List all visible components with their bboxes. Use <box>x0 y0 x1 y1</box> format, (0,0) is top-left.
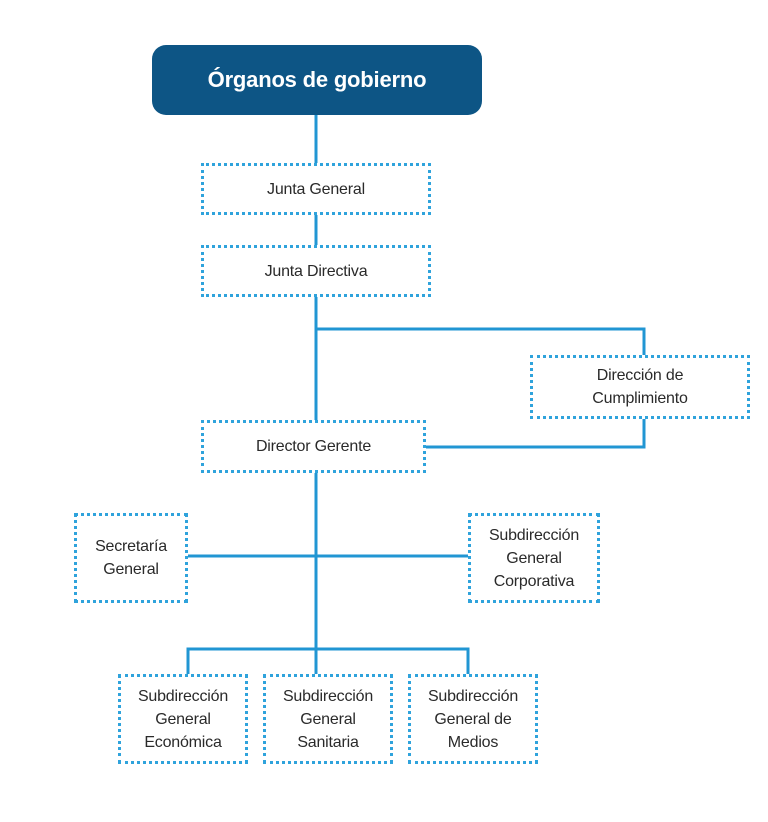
node-label: Subdirección <box>488 526 580 544</box>
node-subdireccion-medios: Subdirección General de Medios <box>408 674 538 764</box>
node-label: Dirección de <box>596 367 684 384</box>
node-label: General de <box>434 710 512 728</box>
node-label: Sanitaria <box>297 733 359 751</box>
connector-cumplimiento-director <box>426 419 646 449</box>
node-label: Director Gerente <box>255 438 372 455</box>
connector-directiva-cumplimiento <box>316 327 646 355</box>
root-organos-de-gobierno: Órganos de gobierno <box>152 45 482 115</box>
node-label: Cumplimiento <box>592 390 688 407</box>
node-label: Medios <box>447 733 499 751</box>
node-label: General <box>103 561 159 578</box>
node-subdireccion-economica: Subdirección General Económica <box>118 674 248 764</box>
node-direccion-cumplimiento: Dirección de Cumplimiento <box>530 355 750 419</box>
node-subdireccion-corporativa: Subdirección General Corporativa <box>468 513 600 603</box>
node-label: Junta General <box>267 180 365 198</box>
node-label: Subdirección <box>137 687 229 705</box>
node-label: Subdirección <box>427 687 519 705</box>
node-label: Corporativa <box>493 572 575 590</box>
root-label: Órganos de gobierno <box>207 67 427 92</box>
node-subdireccion-sanitaria: Subdirección General Sanitaria <box>263 674 393 764</box>
node-label: Económica <box>144 733 222 751</box>
node-director-gerente: Director Gerente <box>201 420 426 473</box>
node-label: General <box>506 549 562 567</box>
node-label: Subdirección <box>282 687 374 705</box>
node-label: General <box>300 710 356 728</box>
node-label: Junta Directiva <box>264 262 368 280</box>
connector-bottom-bar <box>186 647 470 674</box>
node-junta-general: Junta General <box>201 163 431 215</box>
node-secretaria-general: Secretaría General <box>74 513 188 603</box>
node-label: Secretaría <box>95 538 167 555</box>
node-label: General <box>155 710 211 728</box>
node-junta-directiva: Junta Directiva <box>201 245 431 297</box>
